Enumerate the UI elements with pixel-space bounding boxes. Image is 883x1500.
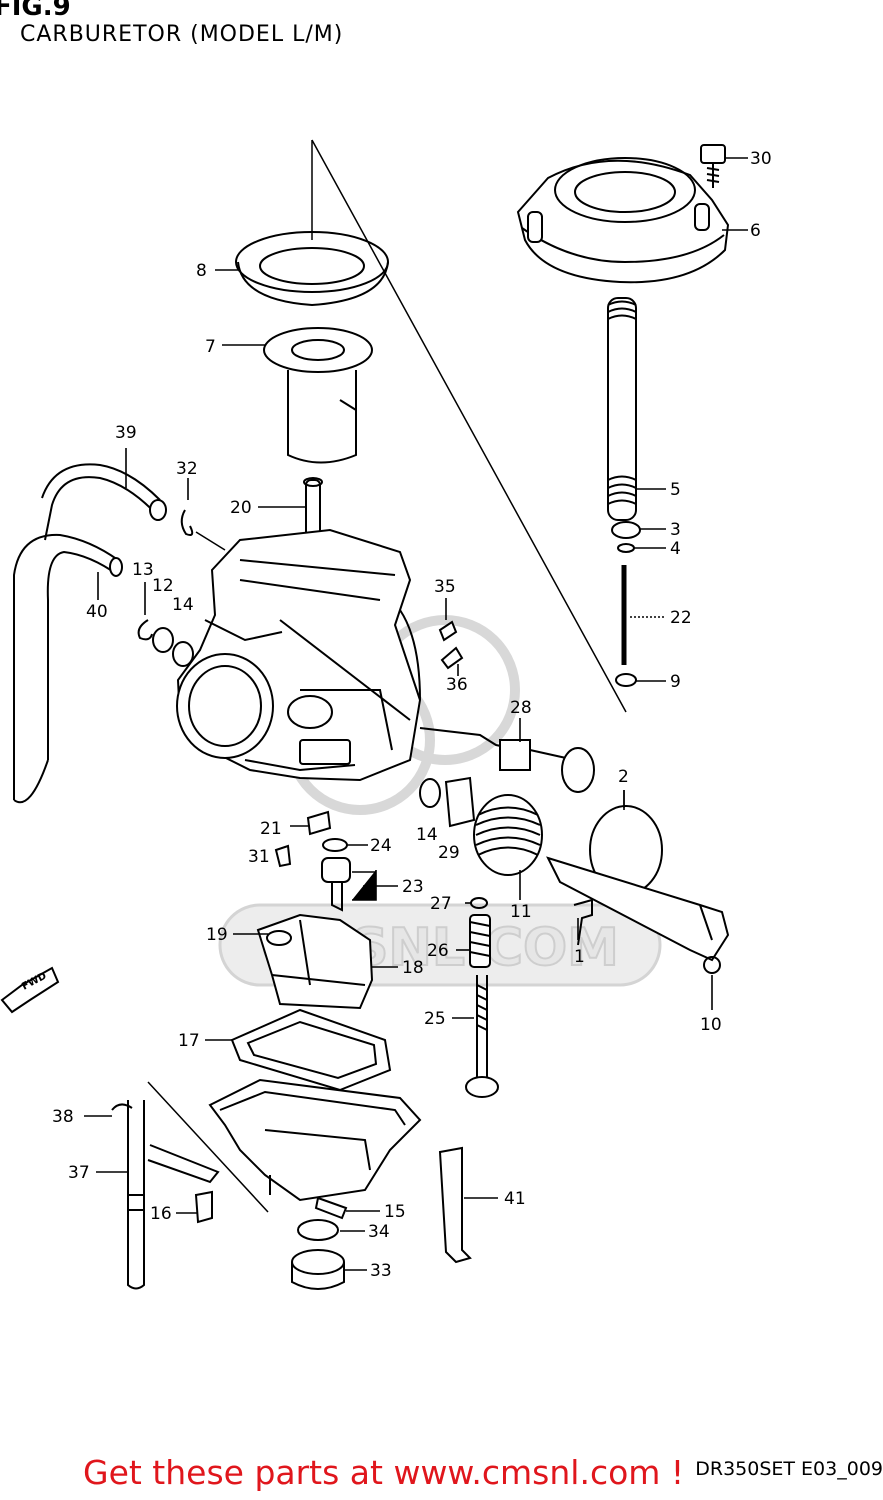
callout-12: 12 [152,576,174,596]
callout-5: 5 [670,480,681,500]
part-clip-32 [180,509,194,536]
part-29 [444,776,476,828]
part-float-18 [256,913,374,1010]
callout-14-top: 14 [172,595,194,615]
part-oring-14b [419,778,441,808]
callout-25: 25 [424,1009,446,1029]
callout-29: 29 [438,843,460,863]
callout-31: 31 [248,847,270,867]
part-screw-1 [573,898,593,946]
callout-32: 32 [176,459,198,479]
part-31 [274,844,292,868]
callout-34: 34 [368,1222,390,1242]
part-21 [306,810,332,836]
callout-10: 10 [700,1015,722,1035]
callout-15: 15 [384,1202,406,1222]
callout-18: 18 [402,958,424,978]
part-clamp [147,1144,220,1184]
callout-2: 2 [618,767,629,787]
callout-labels: 30 6 8 7 39 32 20 5 3 4 13 12 14 40 35 2… [52,149,772,1281]
callout-8: 8 [196,261,207,281]
callout-23: 23 [402,877,424,897]
fwd-arrow-icon: FWD [0,966,60,1014]
part-spring-11 [473,794,543,876]
part-gasket-17 [230,1008,392,1092]
parts-drawing [13,139,730,1290]
part-oring-14a [172,641,194,667]
part-diaphragm [235,231,389,307]
hose-40 [13,533,123,804]
part-bracket-41 [438,1146,472,1264]
callout-6: 6 [750,221,761,241]
part-plug-33 [291,1249,345,1290]
callout-11: 11 [510,902,532,922]
part-washer-9 [615,673,637,687]
part-19 [266,930,292,946]
carburetor-body [176,528,422,782]
figure-title: FIG.9 [0,0,71,22]
callout-26: 26 [427,941,449,961]
callout-17: 17 [178,1031,200,1051]
part-oring-34 [297,1219,339,1241]
diagram-reference-code: DR350SET E03_009 [695,1458,883,1480]
callout-4: 4 [670,539,681,559]
callout-33: 33 [370,1261,392,1281]
part-spring-26 [469,914,491,968]
callout-37: 37 [68,1163,90,1183]
callout-21: 21 [260,819,282,839]
callout-28: 28 [510,698,532,718]
part-screw-30 [700,144,726,188]
callout-19: 19 [206,925,228,945]
part-13 [137,619,153,641]
callout-41: 41 [504,1189,526,1209]
part-oring-12 [152,627,174,653]
callout-1: 1 [574,947,585,967]
callout-27: 27 [430,894,452,914]
part-rod-5 [607,297,637,521]
part-oring-24 [322,838,348,852]
hose-39 [41,463,167,541]
part-36 [440,646,464,670]
callout-30: 30 [750,149,772,169]
callout-24: 24 [370,836,392,856]
callout-20: 20 [230,498,252,518]
callout-36: 36 [446,675,468,695]
part-top-cap [516,157,730,284]
part-lever-10 [546,856,730,974]
part-38 [111,1103,133,1111]
callout-13: 13 [132,560,154,580]
callout-38: 38 [52,1107,74,1127]
part-washer-3 [611,521,641,539]
callout-9: 9 [670,672,681,692]
float-bowl [208,1078,422,1202]
callout-3: 3 [670,520,681,540]
leader-lines [84,157,748,1271]
callout-22: 22 [670,608,692,628]
callout-14-mid: 14 [416,825,438,845]
part-tube-37 [127,1100,145,1290]
figure-subtitle: CARBURETOR (MODEL L/M) [20,22,344,47]
parts-link[interactable]: Get these parts at www.cmsnl.com ! [83,1453,685,1492]
part-15 [314,1196,348,1220]
part-16 [194,1190,213,1224]
callout-35: 35 [434,577,456,597]
callout-7: 7 [205,337,216,357]
callout-39: 39 [115,423,137,443]
part-screw-25 [465,975,499,1098]
part-35 [438,620,458,642]
part-clip-4 [617,543,635,553]
callout-40: 40 [86,602,108,622]
part-23 [321,857,351,912]
callout-16: 16 [150,1204,172,1224]
part-piston [263,327,373,464]
